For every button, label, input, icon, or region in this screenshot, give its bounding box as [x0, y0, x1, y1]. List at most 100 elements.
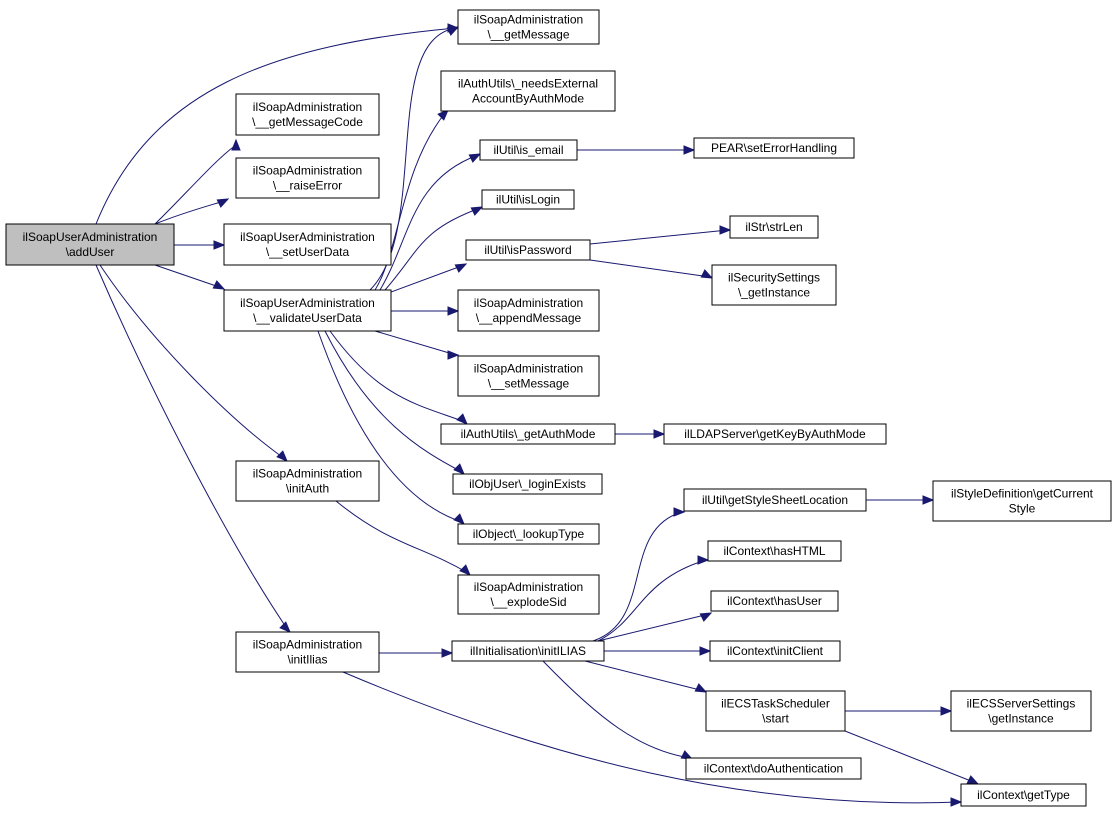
node-initILIAS[interactable]: ilInitialisation\initILIAS — [451, 640, 605, 662]
call-edge — [584, 660, 705, 692]
call-edge — [597, 559, 707, 642]
node-label: ilECSTaskScheduler — [721, 697, 830, 711]
call-edge — [324, 330, 463, 473]
call-edge — [592, 511, 683, 642]
node-appendMessage[interactable]: ilSoapAdministration\__appendMessage — [457, 289, 600, 332]
node-label: \__setUserData — [266, 245, 350, 259]
call-edge — [374, 330, 457, 356]
node-label: ilLDAPServer\getKeyByAuthMode — [684, 427, 866, 441]
node-label: AccountByAuthMode — [472, 92, 584, 106]
node-explodeSid[interactable]: ilSoapAdministration\__explodeSid — [457, 574, 600, 615]
node-box — [479, 139, 578, 161]
node-label: ilAuthUtils\_needsExternal — [458, 77, 598, 91]
node-label: ilStr\strLen — [745, 220, 802, 234]
call-edge — [154, 144, 237, 225]
node-label: ilInitialisation\initILIAS — [470, 644, 586, 658]
node-getStyleSheetLocation[interactable]: ilUtil\getStyleSheetLocation — [683, 488, 867, 512]
node-raiseError[interactable]: ilSoapAdministration\__raiseError — [235, 157, 380, 199]
node-box — [932, 480, 1112, 522]
arrowhead — [453, 513, 465, 525]
arrowhead — [940, 706, 953, 716]
call-edge — [542, 660, 691, 759]
arrowhead — [447, 350, 460, 360]
node-initIlias[interactable]: ilSoapAdministration\initIlias — [235, 631, 380, 673]
node-box — [705, 690, 846, 732]
arrowhead — [966, 775, 980, 785]
node-label: ilSoapUserAdministration — [23, 230, 158, 244]
arrowhead — [468, 153, 482, 163]
node-label: ilContext\hasHTML — [723, 544, 825, 558]
node-box — [693, 137, 855, 159]
arrowhead — [447, 306, 460, 316]
arrowhead — [697, 555, 710, 565]
node-label: \initAuth — [286, 482, 329, 496]
call-edge — [374, 112, 446, 291]
arrowhead — [231, 138, 241, 151]
nodes-layer: ilSoapUserAdministration\addUserilSoapAd… — [5, 9, 1112, 807]
arrowhead — [454, 263, 468, 273]
node-label: \__setMessage — [488, 377, 570, 391]
node-box — [707, 540, 842, 562]
node-label: ilSoapAdministration — [253, 164, 362, 178]
node-label: ilObject\_lookupType — [473, 527, 585, 541]
node-label: ilSoapAdministration — [474, 13, 583, 27]
call-edge — [589, 259, 711, 278]
arrowhead — [683, 145, 696, 155]
node-isPassword[interactable]: ilUtil\isPassword — [465, 239, 591, 261]
arrowhead — [459, 564, 471, 576]
node-box — [457, 289, 600, 332]
node-box — [440, 70, 616, 112]
node-box — [729, 215, 819, 239]
node-hasHTML[interactable]: ilContext\hasHTML — [707, 540, 842, 562]
node-setErrorHandling[interactable]: PEAR\setErrorHandling — [693, 137, 855, 159]
node-box — [960, 783, 1087, 807]
call-edge — [597, 613, 710, 642]
node-box — [481, 189, 575, 210]
arrowhead — [456, 413, 468, 425]
arrowhead — [922, 495, 935, 505]
node-validateUserData[interactable]: ilSoapUserAdministration\__validateUserD… — [223, 289, 392, 332]
node-label: ilSoapUserAdministration — [240, 230, 375, 244]
node-getMessageCode[interactable]: ilSoapAdministration\__getMessageCode — [235, 93, 380, 136]
node-box — [457, 574, 600, 615]
node-label: ilSecuritySettings — [728, 271, 820, 285]
node-isEmail[interactable]: ilUtil\is_email — [479, 139, 578, 161]
node-getMessage[interactable]: ilSoapAdministration\__getMessage — [457, 9, 600, 45]
node-needsExternal[interactable]: ilAuthUtils\_needsExternalAccountByAuthM… — [440, 70, 616, 112]
call-edge — [95, 27, 457, 225]
arrowhead — [437, 109, 449, 121]
node-strLen[interactable]: ilStr\strLen — [729, 215, 819, 239]
node-label: ilContext\getType — [977, 788, 1070, 802]
call-edge — [95, 264, 289, 631]
arrowhead — [700, 269, 714, 279]
node-secGetInstance[interactable]: ilSecuritySettings\_getInstance — [711, 264, 837, 306]
node-setMessage[interactable]: ilSoapAdministration\__setMessage — [457, 355, 600, 397]
node-ecsStart[interactable]: ilECSTaskScheduler\start — [705, 690, 846, 732]
node-ecsGetInstance[interactable]: ilECSServerSettings\getInstance — [950, 690, 1092, 732]
node-initAuth[interactable]: ilSoapAdministration\initAuth — [235, 460, 380, 502]
node-getAuthMode[interactable]: ilAuthUtils\_getAuthMode — [440, 423, 616, 445]
arrowhead — [950, 797, 963, 807]
call-edge — [99, 264, 286, 460]
node-doAuthentication[interactable]: ilContext\doAuthentication — [685, 757, 862, 780]
arrowhead — [216, 198, 230, 208]
node-initClient[interactable]: ilContext\initClient — [709, 640, 841, 662]
node-getKeyByAuthMode[interactable]: ilLDAPServer\getKeyByAuthMode — [663, 423, 887, 445]
node-lookupType[interactable]: ilObject\_lookupType — [457, 523, 600, 545]
node-label: ilUtil\isPassword — [484, 243, 571, 257]
node-setUserData[interactable]: ilSoapUserAdministration\__setUserData — [223, 223, 392, 266]
node-loginExists[interactable]: ilObjUser\_loginExists — [452, 473, 603, 495]
node-label: Style — [1009, 502, 1036, 516]
node-getType[interactable]: ilContext\getType — [960, 783, 1087, 807]
arrowhead — [212, 280, 226, 290]
node-isLogin[interactable]: ilUtil\isLogin — [481, 189, 575, 210]
node-label: \__raiseError — [273, 179, 342, 193]
node-label: \addUser — [66, 245, 115, 259]
node-addUser[interactable]: ilSoapUserAdministration\addUser — [5, 223, 175, 266]
node-label: \__appendMessage — [476, 311, 582, 325]
node-label: ilUtil\isLogin — [496, 193, 560, 207]
node-hasUser[interactable]: ilContext\hasUser — [710, 590, 839, 612]
call-edge — [154, 200, 225, 225]
